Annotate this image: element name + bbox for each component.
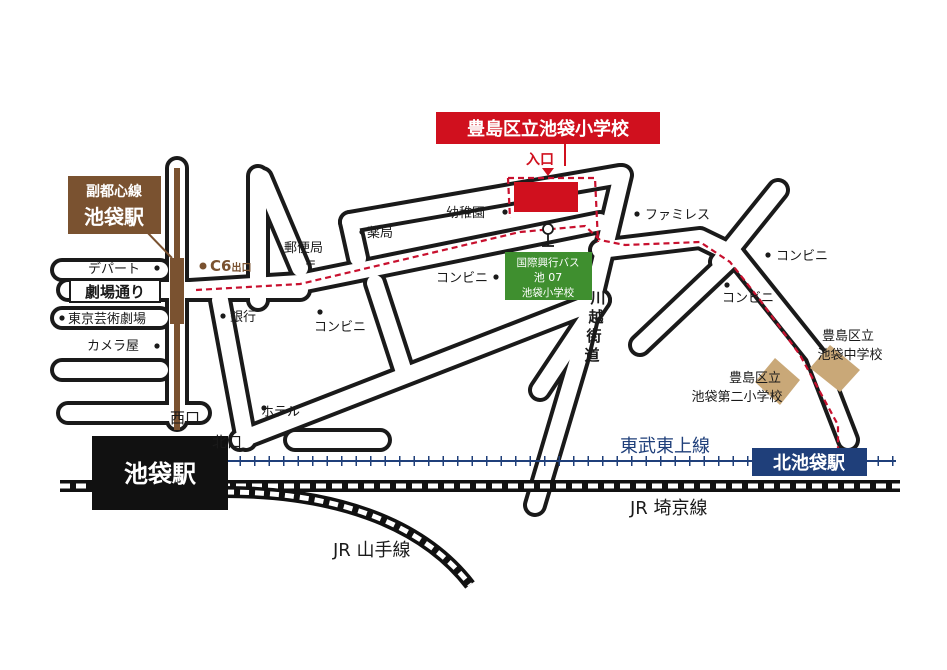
subway-station-name: 池袋駅 xyxy=(84,205,144,229)
poi-post: 郵便局 xyxy=(284,241,323,256)
poi-konbini-4-dot xyxy=(724,282,730,288)
subway-platform xyxy=(170,258,184,324)
bus-line-1: 国際興行バス xyxy=(517,256,580,269)
poi-bank: 銀行 xyxy=(230,310,256,325)
exit-dot xyxy=(199,262,207,270)
svg-text:川: 川 xyxy=(589,289,605,307)
poi-kindergarten: 幼稚園 xyxy=(446,206,485,221)
bus-line-2: 池 07 xyxy=(534,271,563,284)
school-title: 豊島区立池袋小学校 xyxy=(467,118,630,140)
poi-konbini-3: コンビニ xyxy=(776,249,828,264)
west-gate-label: 西口 xyxy=(170,409,200,427)
poi-kindergarten-dot xyxy=(502,209,508,215)
walking-route xyxy=(195,176,840,450)
daini-line1: 豊島区立 xyxy=(729,371,781,386)
yamanote-line xyxy=(224,486,475,589)
poi-konbini-1-dot xyxy=(493,274,499,280)
poi-konbini-1: コンビニ xyxy=(436,271,488,286)
bus-stop-box[interactable] xyxy=(505,252,592,300)
poi-camera-dot xyxy=(154,343,160,349)
poi-pharmacy: 薬局 xyxy=(367,226,393,241)
poi-pharmacy-dot xyxy=(359,229,365,235)
poi-hotel: ホテル xyxy=(261,405,300,420)
chugakko-line2: 池袋中学校 xyxy=(817,347,882,363)
svg-text:越: 越 xyxy=(587,308,604,326)
subway-station-box[interactable] xyxy=(68,176,161,234)
entrance-label: 入口 xyxy=(526,152,554,168)
gekijo-road-label: 劇場通り xyxy=(85,283,145,301)
kita-ikebukuro-station-label: 北池袋駅 xyxy=(773,452,846,474)
poi-department: デパート xyxy=(88,261,140,277)
entrance-arrow xyxy=(542,168,554,176)
poi-konbini-4: コンビニ xyxy=(722,291,774,306)
poi-theatre: 東京芸術劇場 xyxy=(68,311,146,327)
poi-konbini-2-dot xyxy=(317,309,323,315)
subway-line-name: 副都心線 xyxy=(86,183,142,200)
bus-stop-icon xyxy=(542,223,554,247)
saikyo-line-label: JR 埼京線 xyxy=(629,498,708,519)
poi-post-mark: 〒 xyxy=(304,259,317,274)
chugakko-line1: 豊島区立 xyxy=(822,329,874,344)
kawagoe-road-label: 川 越 街 道 xyxy=(584,289,605,364)
ikebukuro-station-box[interactable] xyxy=(92,436,228,510)
school-title-box[interactable] xyxy=(436,112,660,144)
school-building xyxy=(514,182,578,212)
poi-department-dot xyxy=(154,265,160,271)
north-gate-label: 北口 xyxy=(212,433,242,451)
tobu-line-label: 東武東上線 xyxy=(620,436,710,457)
bus-line-3: 池袋小学校 xyxy=(522,286,575,299)
chugakko-block xyxy=(810,345,860,392)
gekijo-road-box xyxy=(69,279,161,303)
poi-familymart-dot xyxy=(634,211,640,217)
svg-text:街: 街 xyxy=(585,327,601,345)
poi-theatre-dot xyxy=(59,315,65,321)
poi-hotel-dot xyxy=(261,405,267,411)
daini-line2: 池袋第二小学校 xyxy=(691,389,782,405)
ikebukuro-station-label: 池袋駅 xyxy=(124,460,196,488)
svg-text:道: 道 xyxy=(584,346,599,364)
poi-bank-dot xyxy=(220,313,226,319)
daini-block xyxy=(755,358,800,405)
poi-familymart: ファミレス xyxy=(645,208,710,223)
subway-pointer xyxy=(144,229,173,259)
poi-camera: カメラ屋 xyxy=(87,339,139,354)
kita-ikebukuro-station-box[interactable] xyxy=(752,448,867,476)
yamanote-line-label: JR 山手線 xyxy=(332,540,411,561)
poi-konbini-2: コンビニ xyxy=(314,320,366,335)
poi-konbini-3-dot xyxy=(765,252,771,258)
exit-label: C6出口 xyxy=(210,257,251,275)
